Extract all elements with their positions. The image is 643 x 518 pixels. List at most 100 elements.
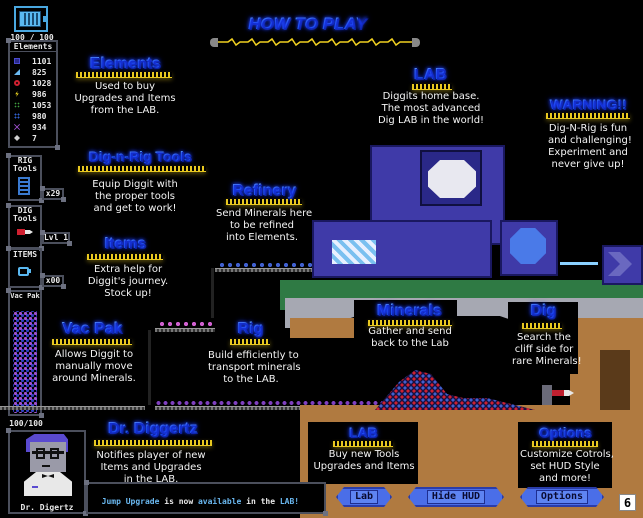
element-row: 980 xyxy=(14,112,54,122)
green-dots-element-icon xyxy=(14,102,20,108)
rig-tools-slot[interactable] xyxy=(6,153,44,203)
mineral-stream xyxy=(218,262,318,268)
lab-button[interactable]: Lab xyxy=(336,487,392,507)
elements-label: Elements xyxy=(13,42,53,51)
drill-bit xyxy=(564,390,574,396)
zigzag-line xyxy=(218,37,412,47)
minerals-panel xyxy=(354,300,457,358)
elements-panel xyxy=(6,38,60,150)
element-row: 1053 xyxy=(14,101,54,111)
rig-conveyor xyxy=(215,268,320,272)
rig-title: Rig xyxy=(232,320,268,338)
warning-title: WARNING!! xyxy=(545,96,631,112)
dr-diggertz-avatar xyxy=(22,434,74,496)
blue-dots-element-icon xyxy=(14,113,20,119)
lab-wave xyxy=(412,84,452,90)
lab-info-title: LAB xyxy=(343,424,383,440)
options-info-title: Options xyxy=(532,424,598,440)
dig-tools-level-box xyxy=(40,230,72,246)
crystal-icon xyxy=(510,228,546,264)
dr-diggertz-wave xyxy=(94,440,212,446)
rig-tools-label: RIG Tools xyxy=(12,156,38,173)
page-number-badge: 6 xyxy=(619,494,636,511)
items-count-box xyxy=(40,273,66,289)
element-row: 986 xyxy=(14,90,54,100)
warning-wave xyxy=(546,113,630,119)
rig-conveyor xyxy=(0,406,145,410)
vac-pak-wave xyxy=(52,339,132,345)
diggit-robot xyxy=(542,385,552,405)
dig-tools-level: Lvl 1 xyxy=(43,233,69,242)
vac-pak-minerals xyxy=(13,311,37,413)
vac-pak-capacity: 100/100 xyxy=(9,419,43,428)
yellow-bolt-element-icon xyxy=(15,91,19,97)
vac-pak-label: Vac Pak xyxy=(10,292,40,300)
hide-hud-button[interactable]: Hide HUD xyxy=(408,487,504,507)
blue-square-element-icon xyxy=(14,58,20,64)
items-label: ITEMS xyxy=(12,250,38,259)
rig-conveyor xyxy=(155,328,215,332)
lab-title: LAB xyxy=(410,66,450,84)
rig-pipe xyxy=(148,330,151,405)
portrait-name: Dr. Digertz xyxy=(20,503,74,512)
elements-wave xyxy=(76,72,172,78)
lab-refinery-screen xyxy=(332,240,376,264)
lab-beam xyxy=(560,262,598,265)
elements-title: Elements xyxy=(75,55,175,73)
red-ring-element-icon xyxy=(14,80,20,86)
rig-pipe xyxy=(211,268,214,318)
vac-pak-title: Vac Pak xyxy=(52,320,132,338)
light-blue-wedge-element-icon xyxy=(14,69,20,75)
element-row: 1028 xyxy=(14,79,54,89)
rig-tools-count: x29 xyxy=(45,189,61,198)
items-title: Items xyxy=(90,235,160,253)
drill-icon xyxy=(552,390,564,396)
mineral-pile xyxy=(375,370,535,410)
cloud-screen-icon xyxy=(428,160,476,198)
dirt-layer xyxy=(290,318,360,338)
minerals-wave xyxy=(368,320,452,326)
dig-n-rig-wave xyxy=(78,166,206,172)
title-wave xyxy=(210,37,420,47)
rig-wave xyxy=(230,339,270,345)
battery-icon xyxy=(14,6,48,32)
drill-icon xyxy=(17,229,33,235)
dr-diggertz-title: Dr. Diggertz xyxy=(95,420,210,438)
white-diamond-element-icon xyxy=(14,135,20,141)
rig-conveyor xyxy=(155,406,385,410)
lab-info-panel xyxy=(308,422,418,484)
energy-value: 100 / 100 xyxy=(10,33,54,42)
cliff-dark-patch xyxy=(600,350,630,410)
element-row: 825 xyxy=(14,68,54,78)
dig-title: Dig xyxy=(525,302,561,320)
items-count: x00 xyxy=(45,276,61,285)
dig-n-rig-tools-title: Dig-n-Rig Tools xyxy=(75,148,205,164)
vac-pak-panel[interactable] xyxy=(6,288,44,418)
dig-wave xyxy=(522,323,562,329)
options-info-panel xyxy=(518,422,612,488)
notification-text: Jump Upgrade is now available in the LAB… xyxy=(101,497,300,506)
items-slot[interactable] xyxy=(6,246,44,290)
minerals-title: Minerals xyxy=(370,302,448,320)
mineral-stream xyxy=(155,400,385,406)
page-title: HOW TO PLAY xyxy=(248,14,367,33)
refinery-title: Refinery xyxy=(226,182,302,200)
options-button[interactable]: Options xyxy=(520,487,604,507)
purple-x-element-icon xyxy=(14,124,20,130)
notification-bar xyxy=(84,480,328,516)
options-info-wave xyxy=(532,441,598,447)
dr-diggertz-portrait-frame xyxy=(6,428,88,516)
battery-item-icon xyxy=(18,267,29,276)
